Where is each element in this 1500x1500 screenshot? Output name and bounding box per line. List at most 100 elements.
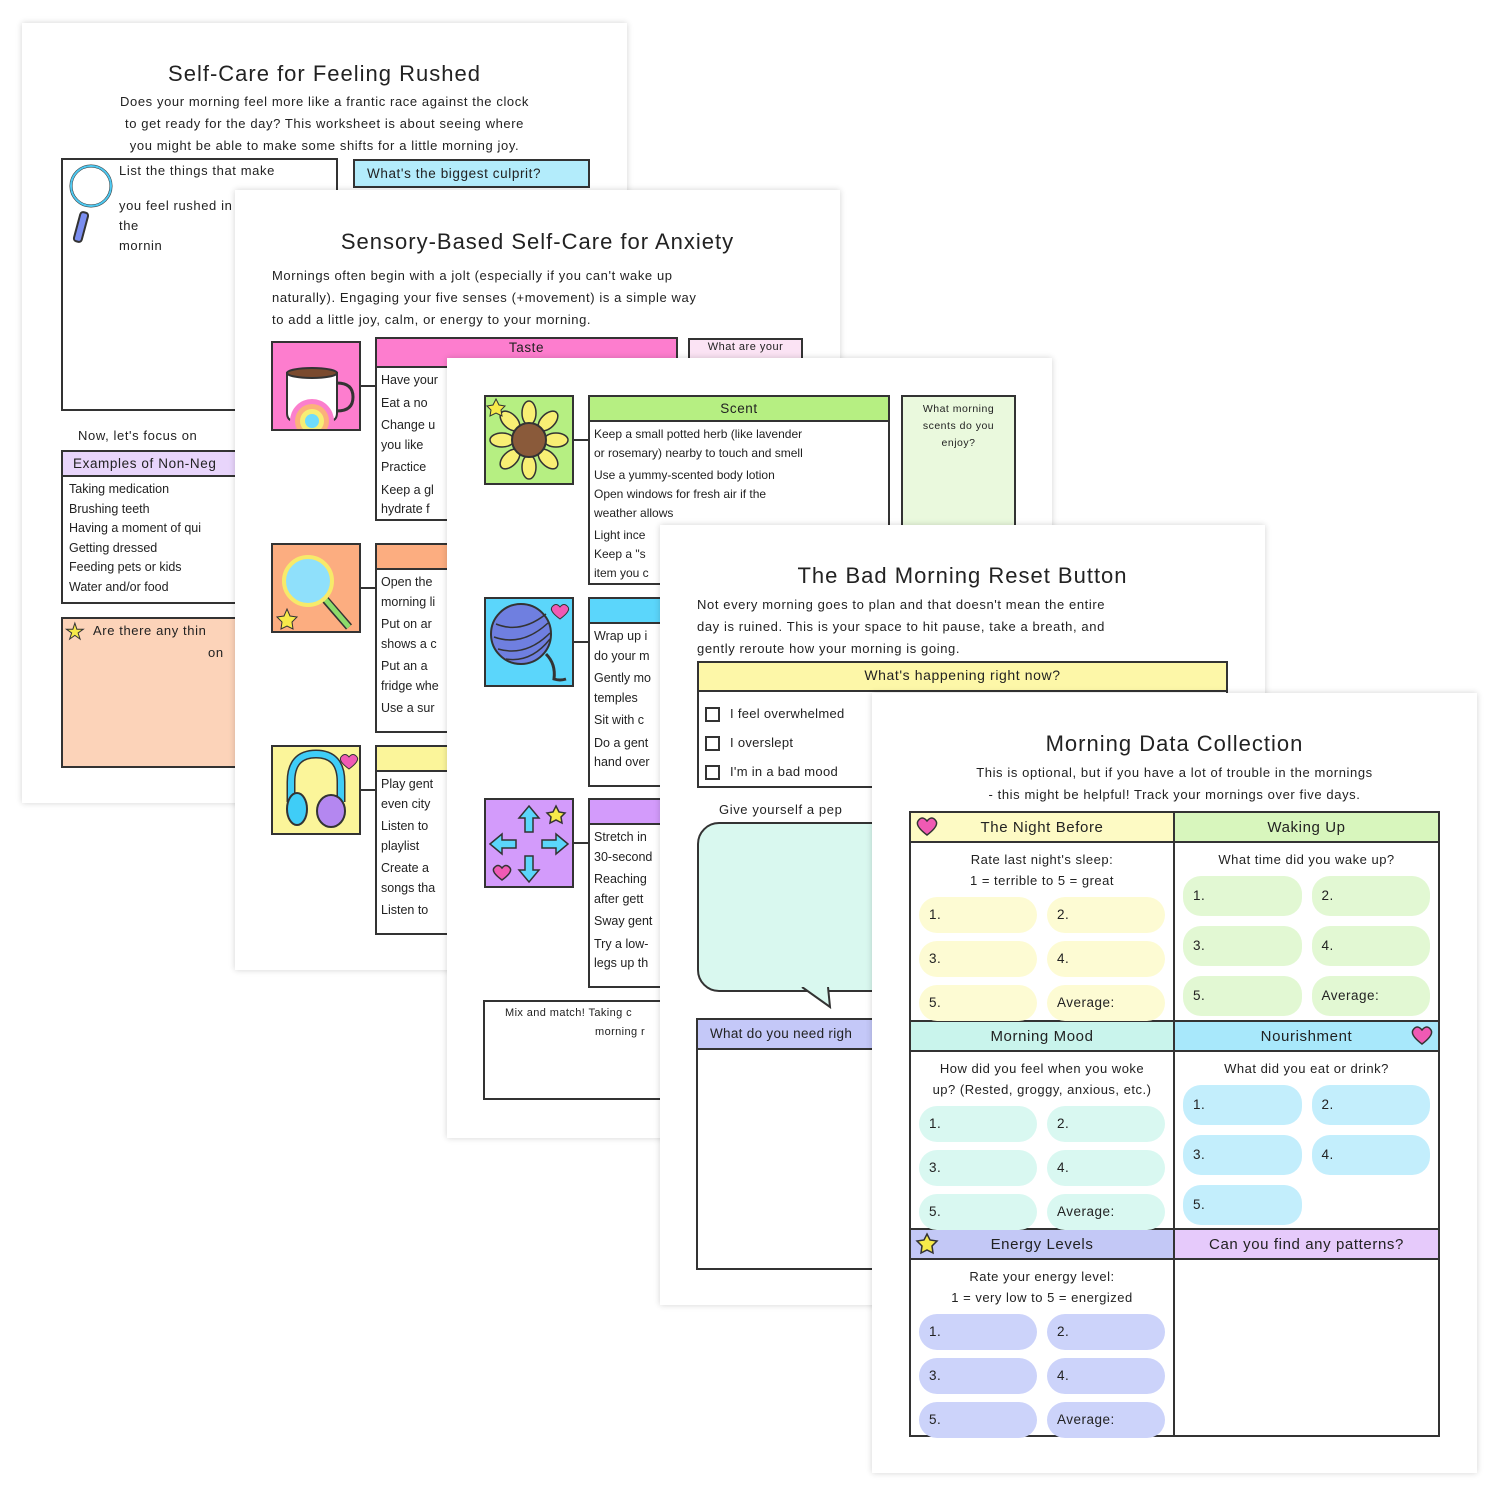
section-question: Rate last night's sleep:1 = terrible to … [911, 849, 1173, 891]
section-question: What did you eat or drink? [1175, 1058, 1438, 1079]
entry-field[interactable]: 3. [1183, 926, 1302, 966]
entry-field[interactable]: 3. [1183, 1135, 1302, 1175]
worksheet-morning-data[interactable]: Morning Data Collection This is optional… [872, 693, 1477, 1473]
heart-icon [916, 817, 938, 836]
sound-item: Play gent [381, 777, 434, 791]
checkbox[interactable] [705, 736, 720, 752]
pep-label: Give yourself a pep [719, 802, 843, 817]
intro-line: Does your morning feel more like a frant… [120, 94, 529, 109]
touch-item: Wrap up i [594, 629, 648, 643]
checklist-item[interactable]: I overslept [705, 728, 1220, 757]
question-line: 1 = very low to 5 = energized [951, 1290, 1133, 1305]
focus-text: Now, let's focus on [78, 428, 198, 443]
entry-field[interactable]: 5. [919, 1402, 1037, 1438]
taste-item: Practice [381, 460, 427, 474]
entry-field[interactable]: 1. [919, 1314, 1037, 1350]
intro-line: to add a little joy, calm, or energy to … [272, 312, 592, 327]
touch-item: do your m [594, 648, 650, 663]
example-item: Getting dressed [69, 540, 158, 555]
entry-field[interactable]: Average: [1047, 985, 1165, 1021]
sound-item: playlist [381, 838, 420, 853]
movement-item: Try a low- [594, 936, 649, 951]
page-title: Sensory-Based Self-Care for Anxiety [340, 229, 735, 254]
checklist-item[interactable]: I feel overwhelmed [705, 699, 1220, 728]
section-header: Nourishment [1260, 1028, 1353, 1045]
movement-arrows-icon [484, 798, 574, 888]
section-header: Morning Mood [990, 1028, 1094, 1045]
entry-field[interactable]: 4. [1311, 926, 1430, 966]
mix-line: morning r [595, 1026, 646, 1038]
star-icon: ★ [65, 619, 86, 645]
scent-item: Open windows for fresh air if the [594, 487, 767, 501]
movement-item: legs up th [594, 956, 649, 970]
entry-field[interactable]: 5. [919, 985, 1037, 1021]
sight-item: fridge whe [381, 678, 439, 693]
entry-field[interactable]: 2. [1047, 1106, 1165, 1142]
entry-field[interactable]: Average: [1047, 1194, 1165, 1230]
example-item: Having a moment of qui [69, 521, 202, 535]
checklist-label: I'm in a bad mood [730, 764, 839, 779]
entry-field[interactable]: 3. [919, 1150, 1037, 1186]
intro-line: to get ready for the day? This worksheet… [124, 116, 524, 131]
scent-item: item you c [594, 566, 649, 580]
entry-field[interactable]: 2. [1047, 897, 1165, 933]
scent-prompt: What morning scents do you enjoy? [901, 395, 1016, 545]
entry-field[interactable]: 3. [919, 941, 1037, 977]
entry-field[interactable]: 2. [1311, 876, 1430, 916]
headphones-icon [271, 745, 361, 835]
speech-bubble-tail [801, 987, 832, 1009]
question-line: What time did you wake up? [1218, 852, 1395, 867]
intro-text: Does your morning feel more like a frant… [22, 91, 627, 157]
entry-field[interactable]: 1. [919, 1106, 1037, 1142]
page-title: The Bad Morning Reset Button [797, 563, 1128, 588]
checkbox[interactable] [705, 765, 720, 781]
sunflower-icon [484, 395, 574, 485]
entry-field[interactable]: 5. [1183, 1185, 1302, 1225]
touch-item: Gently mo [594, 671, 651, 685]
mix-line: Mix and match! Taking c [505, 1007, 632, 1019]
question-line: up? (Rested, groggy, anxious, etc.) [932, 1082, 1152, 1097]
movement-item: Stretch in [594, 830, 647, 844]
taste-item: Have your [381, 373, 438, 387]
movement-item: 30-second [594, 849, 653, 864]
entry-field[interactable]: 2. [1047, 1314, 1165, 1350]
checklist-label: I overslept [730, 735, 794, 750]
taste-item: you like [381, 437, 424, 452]
checklist-item[interactable]: I'm in a bad mood [705, 757, 1220, 786]
entry-field[interactable]: 4. [1047, 1358, 1165, 1394]
entry-field[interactable]: 4. [1047, 941, 1165, 977]
entry-field[interactable]: 2. [1311, 1085, 1430, 1125]
entry-field[interactable]: 3. [919, 1358, 1037, 1394]
checkbox[interactable] [705, 707, 720, 723]
entry-field[interactable]: 4. [1311, 1135, 1430, 1175]
culprit-label: What's the biggest culprit? [353, 159, 590, 188]
touch-item: Do a gent [594, 735, 649, 750]
rainbow-mug-icon [271, 341, 361, 443]
entry-field[interactable]: 1. [919, 897, 1037, 933]
checklist-label: I feel overwhelmed [730, 706, 845, 721]
section-can-you-find-any-patterns: Can you find any patterns? [1175, 1230, 1440, 1437]
example-item: Water and/or food [69, 579, 169, 594]
intro-line: This is optional, but if you have a lot … [976, 765, 1373, 780]
yarn-ball-icon [484, 597, 574, 687]
prompt-line: mornin [119, 238, 163, 253]
example-item: Brushing teeth [69, 501, 150, 516]
scent-item: Keep a "s [594, 547, 646, 561]
taste-item: hydrate f [381, 502, 430, 516]
entry-field[interactable]: 1. [1183, 876, 1302, 916]
entry-field[interactable]: Average: [1311, 976, 1430, 1016]
sight-item: shows a c [381, 636, 437, 651]
entry-field[interactable]: 1. [1183, 1085, 1302, 1125]
movement-item: after gett [594, 891, 644, 906]
taste-item: Change u [381, 418, 436, 432]
entry-field[interactable]: 5. [1183, 976, 1302, 1016]
entry-field[interactable]: 4. [1047, 1150, 1165, 1186]
magnifier-icon [271, 543, 361, 633]
entry-field[interactable]: 5. [919, 1194, 1037, 1230]
entry-field[interactable]: Average: [1047, 1402, 1165, 1438]
